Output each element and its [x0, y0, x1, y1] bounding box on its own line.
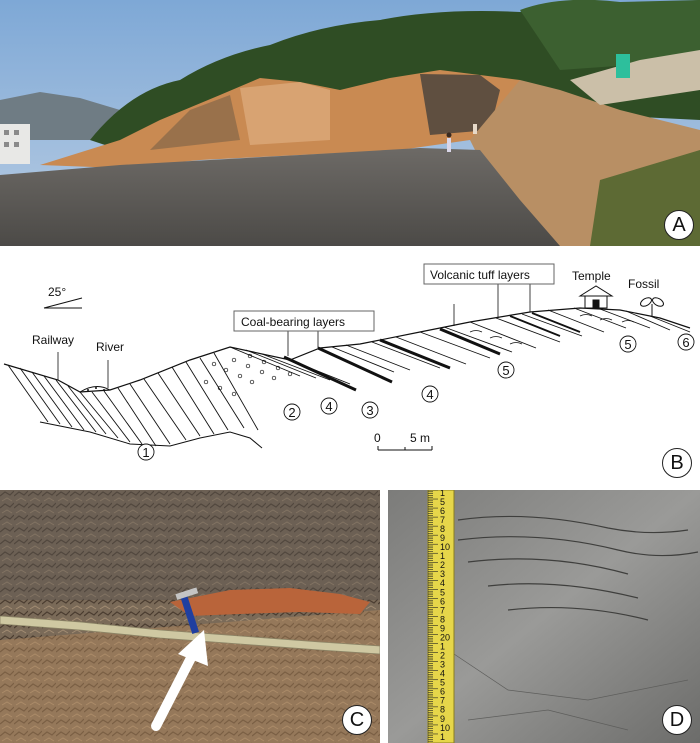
outcrop-hammer-photo [0, 490, 380, 743]
tape-number: 3 [440, 660, 445, 670]
fossil-leaf-icon [640, 297, 664, 316]
tape-number: 5 [440, 678, 445, 688]
quarry-floor [0, 148, 560, 246]
hammer-icon [175, 587, 199, 634]
tape-number: 8 [440, 524, 445, 534]
tape-number: 5 [440, 497, 445, 507]
tape-number: 2 [440, 560, 445, 570]
scale-bar [377, 446, 433, 451]
tape-number: 6 [440, 687, 445, 697]
upper-shale [0, 490, 380, 600]
tuff-label-box [423, 263, 555, 285]
cross-section-diagram: 25° [3, 263, 695, 461]
panel-letter-c: C [342, 705, 372, 735]
upper-strata [229, 307, 691, 385]
panel-letter-b: B [662, 448, 692, 478]
pointer-arrow [151, 630, 208, 731]
tape-number: 1 [440, 641, 445, 651]
tape-number: 9 [440, 623, 445, 633]
river-gravel [87, 387, 105, 391]
tape-number: 7 [440, 696, 445, 706]
person [473, 124, 477, 134]
unit-2-pebbles [203, 353, 293, 397]
clay-layer [170, 588, 370, 616]
tape-number: 9 [440, 533, 445, 543]
unit-4b-label: 4 [426, 387, 433, 402]
quarry-photo [0, 0, 700, 246]
temple-label: Temple [572, 269, 611, 283]
debris [570, 50, 700, 105]
tuff-band [0, 615, 380, 655]
tuff-label: Volcanic tuff layers [430, 268, 530, 282]
tape-number: 7 [440, 605, 445, 615]
unit-markers [137, 333, 695, 461]
temple-icon [578, 285, 614, 309]
scale-length-label: 5 m [410, 431, 430, 445]
fossil-label: Fossil [628, 277, 659, 291]
tape-number: 7 [440, 515, 445, 525]
unit-1-label: 1 [142, 445, 149, 460]
outcrop-light [240, 82, 330, 145]
tape-number: 1 [440, 732, 445, 742]
tape-number: 4 [440, 669, 445, 679]
tape-ticks [428, 490, 438, 742]
scale-zero-label: 0 [374, 431, 381, 445]
panel-letter-a: A [664, 210, 694, 240]
tape-number: 5 [440, 587, 445, 597]
unit-5a-label: 5 [502, 363, 509, 378]
tape-number: 2 [440, 651, 445, 661]
tape-number: 1 [440, 490, 445, 498]
unit-3-label: 3 [366, 403, 373, 418]
river-label: River [96, 340, 124, 354]
coal-seams [283, 327, 501, 392]
dip-angle-label: 25° [48, 285, 66, 299]
outcrop-dark [420, 74, 500, 135]
tape-number: 10 [440, 723, 450, 733]
railway-label: Railway [32, 333, 74, 347]
unit-6-label: 6 [682, 335, 689, 350]
ripple-marks [457, 515, 699, 621]
tree-cluster [520, 0, 700, 70]
unit-5-lenses [469, 314, 635, 345]
coal-label-box [233, 310, 375, 332]
coal-label: Coal-bearing layers [241, 315, 345, 329]
tape-number: 6 [440, 596, 445, 606]
tape-number: 1 [440, 551, 445, 561]
person [447, 138, 451, 152]
tuff-bands [509, 312, 581, 337]
dip-line-angled [43, 297, 83, 309]
outcrop-shadow [150, 95, 240, 150]
panel-a-photo: A [0, 0, 700, 246]
unit-2-label: 2 [288, 405, 295, 420]
unit-1-base [39, 421, 263, 449]
tape-number: 8 [440, 614, 445, 624]
tape-number: 4 [440, 578, 445, 588]
panel-b-cross-section: 25° [0, 252, 700, 484]
unit-5b-label: 5 [624, 337, 631, 352]
panel-letter-d: D [662, 705, 692, 735]
tape-number: 20 [440, 632, 450, 642]
tarp [616, 54, 630, 78]
tape-number: 6 [440, 506, 445, 516]
tape-number: 10 [440, 542, 450, 552]
panel-c-photo: C [0, 490, 380, 743]
unit-4a-label: 4 [325, 399, 332, 414]
surface-cracks [447, 649, 689, 731]
tape-number: 8 [440, 705, 445, 715]
tape-number: 9 [440, 714, 445, 724]
unit-1-strata [7, 352, 259, 447]
tape-number: 3 [440, 569, 445, 579]
